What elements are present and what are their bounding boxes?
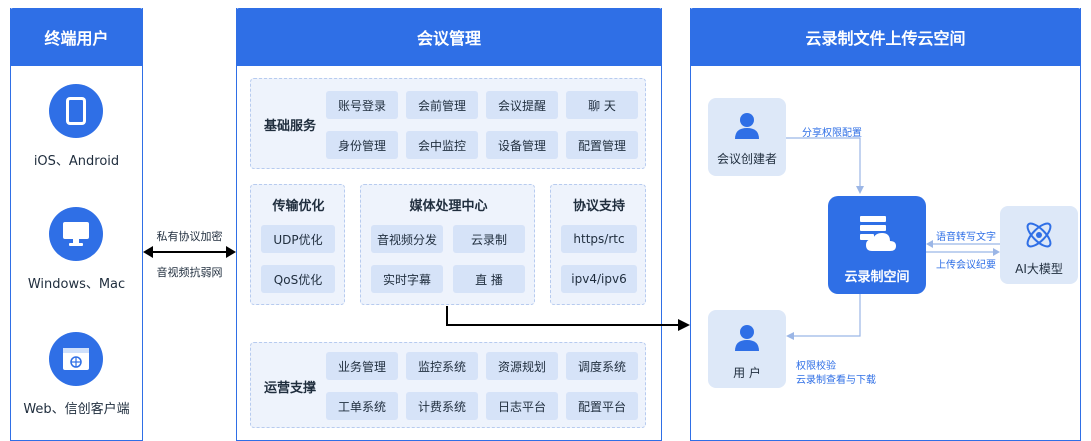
pill-config-mgmt: 配置管理 [566,131,638,159]
end-user-label: iOS、Android [33,154,120,169]
pill-billing-system: 计费系统 [406,392,478,420]
pill-in-meeting-monitor: 会中监控 [406,131,478,159]
pill-log-platform: 日志平台 [486,392,558,420]
pill-account-login: 账号登录 [326,91,398,119]
protocol-support-section: 协议支持 https/rtc ipv4/ipv6 [550,184,646,305]
pill-cloud-recording: 云录制 [453,225,525,253]
cloud-recording-space-label: 云录制空间 [844,270,910,285]
basic-services-section: 基础服务 账号登录 会前管理 会议提醒 聊 天 身份管理 会中监控 设备管理 配… [250,78,646,169]
transport-opt-section: 传输优化 UDP优化 QoS优化 [250,184,345,305]
user-label: 用 户 [733,366,761,380]
monitor-icon [49,207,103,261]
end-users-header: 终端用户 [10,8,143,66]
protocol-support-title: 协议支持 [572,198,625,214]
basic-services-title: 基础服务 [263,119,316,134]
user-icon [735,325,759,351]
pill-https-rtc: https/rtc [561,225,637,253]
bidirectional-arrow-icon [143,246,236,258]
end-user-label: Windows、Mac [27,277,126,292]
pill-ticket-system: 工单系统 [326,392,398,420]
pill-business-mgmt: 业务管理 [326,352,398,380]
cloud-recording-space-node: 云录制空间 [828,196,926,294]
end-user-label: Web、信创客户端 [23,402,130,417]
pill-udp-opt: UDP优化 [261,225,335,253]
pill-scheduling-system: 调度系统 [566,352,638,380]
media-to-cloud-arrow-icon [446,306,690,331]
meeting-creator-node: 会议创建者 [708,98,786,176]
pill-meeting-reminder: 会议提醒 [486,91,558,119]
atom-icon [1026,222,1052,248]
ai-model-node: AI大模型 [1000,206,1078,284]
pill-config-platform: 配置平台 [566,392,638,420]
ai-link-label-transcribe: 语音转写文字 [936,232,996,243]
pill-chat: 聊 天 [566,91,638,119]
browser-icon [49,332,103,386]
link-left-bottom-label: 音视频抗弱网 [156,266,223,279]
link-left-top-label: 私有协议加密 [156,230,223,243]
pill-live-stream: 直 播 [453,265,525,293]
pill-live-subtitles: 实时字幕 [371,265,443,293]
user-icon [735,113,759,139]
pill-monitor-system: 监控系统 [406,352,478,380]
pill-resource-planning: 资源规划 [486,352,558,380]
pill-av-distribution: 音视频分发 [371,225,443,253]
end-user-web-xinchuang: Web、信创客户端 [10,332,143,422]
pill-ipv4-ipv6: ipv4/ipv6 [561,265,637,293]
share-config-label: 分享权限配置 [802,128,862,139]
ops-support-section: 运营支撑 业务管理 监控系统 资源规划 调度系统 工单系统 计费系统 日志平台 … [250,342,646,428]
mobile-phone-icon [49,84,103,138]
cloud-storage-icon [860,216,896,251]
pill-qos-opt: QoS优化 [261,265,335,293]
pill-pre-meeting-mgmt: 会前管理 [406,91,478,119]
permission-check-label: 权限校验 [796,361,836,372]
pill-identity-mgmt: 身份管理 [326,131,398,159]
ai-link-label-upload: 上传会议纪要 [936,260,996,271]
ai-link-arrows-icon [926,240,1000,256]
share-config-arrow-icon [786,137,864,194]
recording-view-download-label: 云录制查看与下载 [796,375,876,386]
user-node: 用 户 [708,310,786,388]
meeting-mgmt-header: 会议管理 [236,8,662,66]
ops-support-title: 运营支撑 [263,380,316,396]
permission-arrow-icon [786,294,861,340]
pill-device-mgmt: 设备管理 [486,131,558,159]
end-user-windows-mac: Windows、Mac [10,207,143,297]
ai-model-label: AI大模型 [1015,262,1063,276]
transport-opt-title: 传输优化 [272,198,325,214]
meeting-creator-label: 会议创建者 [716,152,777,166]
cloud-upload-header: 云录制文件上传云空间 [690,8,1081,66]
media-center-section: 媒体处理中心 音视频分发 云录制 实时字幕 直 播 [360,184,535,305]
end-user-ios-android: iOS、Android [10,84,143,174]
media-center-title: 媒体处理中心 [409,198,488,214]
